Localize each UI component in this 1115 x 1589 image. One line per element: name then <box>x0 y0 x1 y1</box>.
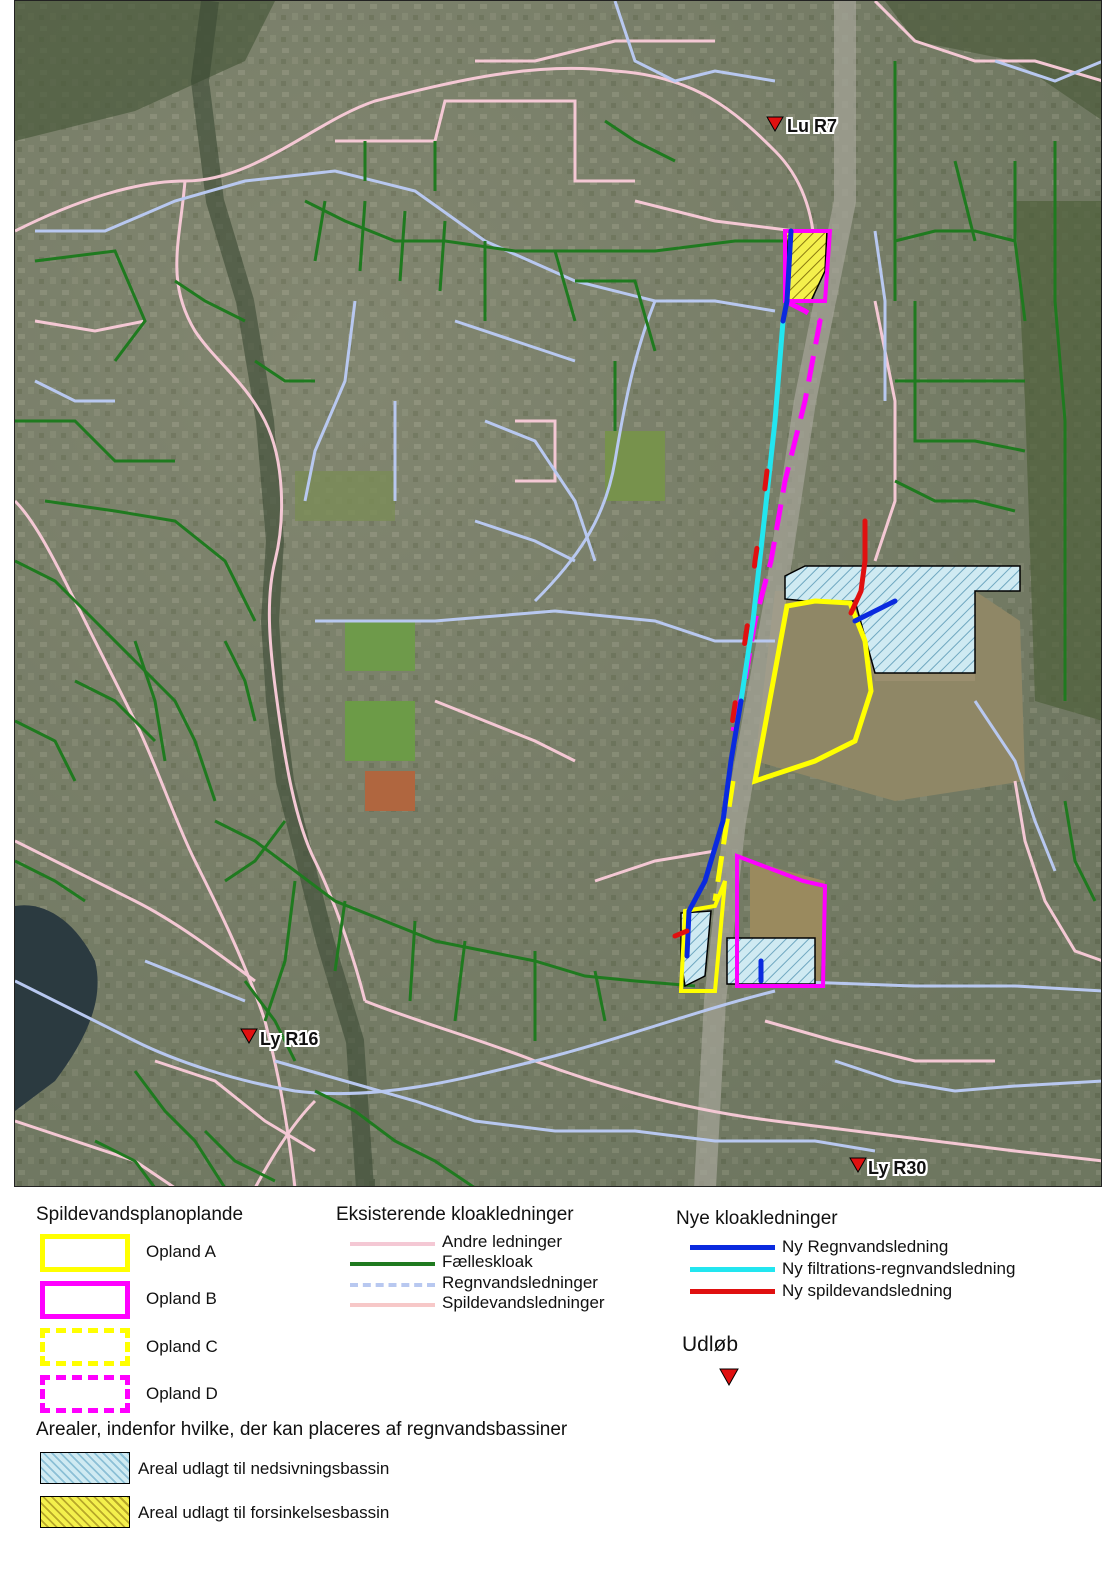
legend-swatch-regnvand <box>350 1283 435 1287</box>
opland-a-south <box>678 880 727 993</box>
existing-pipes-combined <box>15 61 1097 1186</box>
legend-label-opland-b: Opland B <box>146 1289 217 1308</box>
legend-swatch-spildevand <box>350 1303 435 1307</box>
legend-swatch-ny-regnvand <box>690 1245 775 1250</box>
outlet-label-ly-r30: Ly R30 <box>868 1158 927 1178</box>
outlet-label-lu-r7: Lu R7 <box>787 116 838 136</box>
legend-swatch-opland-c <box>40 1328 130 1366</box>
legend-swatch-nedsivning <box>40 1452 130 1484</box>
legend-outlet-icon <box>719 1368 739 1386</box>
legend-label-nedsivning: Areal udlagt til nedsivningsbassin <box>138 1459 390 1478</box>
outlet-markers <box>240 116 867 1174</box>
outlet-lu-r7 <box>766 116 784 133</box>
legend-label-forsinkelse: Areal udlagt til forsinkelsesbassin <box>138 1503 390 1522</box>
nedsivning-area-north <box>784 565 1021 674</box>
map-canvas[interactable] <box>15 1 1102 1187</box>
new-waste-stub <box>672 928 690 939</box>
legend-label-regnvand: Regnvandsledninger <box>442 1273 598 1292</box>
existing-pipes-rain <box>15 1 1101 1153</box>
new-waste-pipe <box>848 518 868 616</box>
outlet-ly-r16 <box>240 1028 258 1045</box>
opland-b-north <box>783 229 833 303</box>
legend-swatch-opland-b <box>40 1281 130 1319</box>
legend-swatch-opland-a <box>40 1234 130 1272</box>
opland-a <box>751 598 874 785</box>
legend-swatch-opland-d <box>40 1375 130 1413</box>
legend-swatch-ny-filtration <box>690 1267 775 1272</box>
opland-b <box>735 853 828 988</box>
nedsivning-area-south <box>726 937 816 985</box>
legend-catchments-title: Spildevandsplanoplande <box>36 1204 244 1225</box>
legend-label-andre: Andre ledninger <box>442 1232 563 1251</box>
legend-label-opland-c: Opland C <box>146 1337 218 1356</box>
legend-label-opland-a: Opland A <box>146 1242 216 1261</box>
legend-swatch-faelleskloak <box>350 1262 435 1266</box>
new-pipes <box>672 228 898 984</box>
legend-swatch-ny-spildevand <box>690 1289 775 1294</box>
outlet-label-ly-r16: Ly R16 <box>260 1029 319 1049</box>
map-panel[interactable]: Lu R7 Ly R16 Ly R30 <box>14 0 1102 1187</box>
legend-label-spildevand: Spildevandsledninger <box>442 1293 605 1312</box>
new-rain-branch <box>852 598 898 624</box>
legend-areas-title: Arealer, indenfor hvilke, der kan placer… <box>36 1419 568 1440</box>
opland-c <box>712 780 736 902</box>
legend-label-opland-d: Opland D <box>146 1384 218 1403</box>
legend-existing-title: Eksisterende kloakledninger <box>336 1204 574 1225</box>
legend-label-ny-filtration: Ny filtrations-regnvandsledning <box>782 1259 1016 1278</box>
legend-label-faelleskloak: Fælleskloak <box>442 1252 533 1271</box>
legend-label-ny-regnvand: Ny Regnvandsledning <box>782 1237 949 1256</box>
map-legend: Spildevandsplanoplande Opland A Opland B… <box>14 1187 1102 1589</box>
legend-outlet-title: Udløb <box>682 1333 739 1356</box>
legend-swatch-forsinkelse <box>40 1496 130 1528</box>
legend-swatch-andre <box>350 1242 435 1246</box>
legend-label-ny-spildevand: Ny spildevandsledning <box>782 1281 953 1300</box>
new-rain-pipe-south <box>684 698 744 959</box>
new-rain-pipe <box>780 228 794 324</box>
outlet-ly-r30 <box>849 1157 867 1174</box>
new-filtration-pipe <box>738 318 786 704</box>
legend-new-title: Nye kloakledninger <box>676 1208 838 1229</box>
